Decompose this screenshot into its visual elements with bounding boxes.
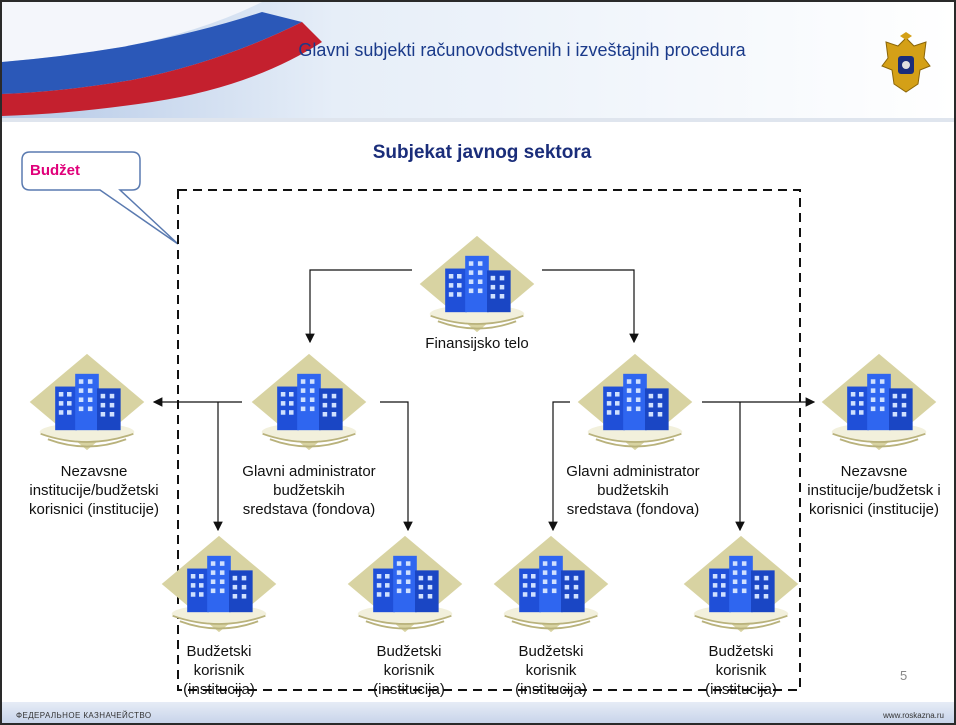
double-headed-eagle-emblem-icon — [881, 32, 931, 93]
budget-user-1-label: Budžetski korisnik (institucija) — [183, 643, 255, 698]
budget-user-3-label: Budžetski korisnik (institucija) — [515, 643, 587, 698]
header-banner — [2, 2, 954, 122]
admin-left-building-icon — [250, 352, 368, 452]
main-admin-right-label: Glavni administrator budžetskih sredstav… — [566, 463, 700, 518]
page-number: 5 — [900, 668, 908, 683]
user-4-building-icon — [682, 534, 800, 634]
footer-website-link[interactable]: www.roskazna.ru — [883, 711, 944, 720]
budget-boundary — [177, 189, 801, 691]
section-title: Subjekat javnog sektora — [372, 142, 592, 163]
independent-left-building-icon — [28, 352, 146, 452]
independent-right-building-icon — [820, 352, 938, 452]
user-2-building-icon — [346, 534, 464, 634]
user-3-building-icon — [492, 534, 610, 634]
main-admin-left-label: Glavni administrator budžetskih sredstav… — [242, 463, 376, 518]
finance-body-building-icon — [418, 234, 536, 334]
footer-organization-name: ФЕДЕРАЛЬНОЕ КАЗНАЧЕЙСТВО — [16, 711, 152, 720]
slide-title: Glavni subjekti računovodstvenih i izveš… — [298, 40, 746, 60]
budget-callout-shape — [21, 151, 179, 245]
budget-callout-label: Budžet — [30, 162, 80, 179]
footer-bar — [2, 702, 954, 723]
finance-body-label: Finansijsko telo — [425, 335, 529, 352]
admin-right-building-icon — [576, 352, 694, 452]
independent-right-label: Nezavsne institucije/budžetsk i korisnic… — [807, 463, 941, 518]
budget-user-2-label: Budžetski korisnik (institucija) — [373, 643, 445, 698]
budget-user-4-label: Budžetski korisnik (institucija) — [705, 643, 777, 698]
independent-left-label: Nezavsne institucije/budžetski korisnici… — [28, 463, 160, 518]
